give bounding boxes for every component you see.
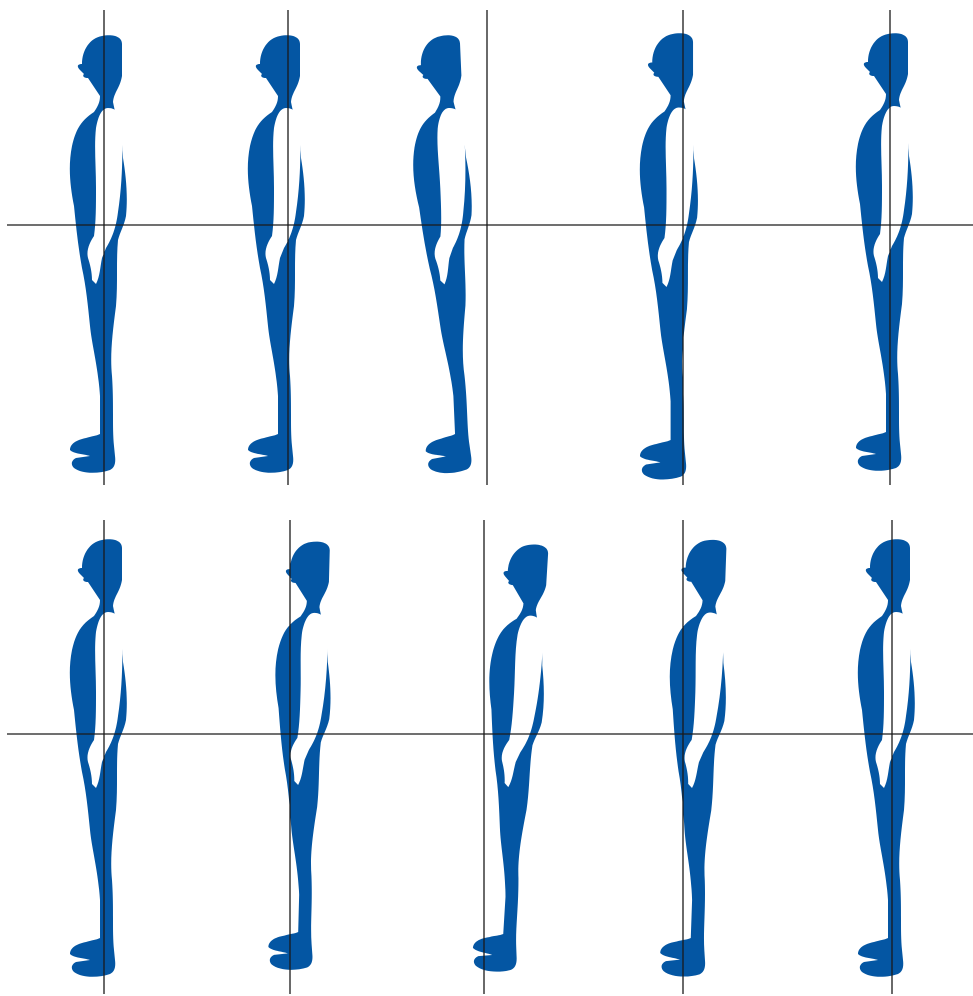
figure-top-5 — [856, 33, 913, 471]
figure-bottom-2 — [268, 541, 335, 971]
figure-top-2 — [248, 35, 305, 473]
figure-top-1 — [70, 35, 127, 473]
reference-lines-layer — [7, 10, 973, 994]
figures-layer — [70, 33, 915, 977]
figure-bottom-1 — [70, 539, 127, 977]
figure-bottom-5 — [858, 539, 915, 977]
figure-top-4 — [640, 33, 698, 479]
figure-top-3 — [407, 35, 483, 475]
figure-bottom-4 — [659, 538, 731, 977]
